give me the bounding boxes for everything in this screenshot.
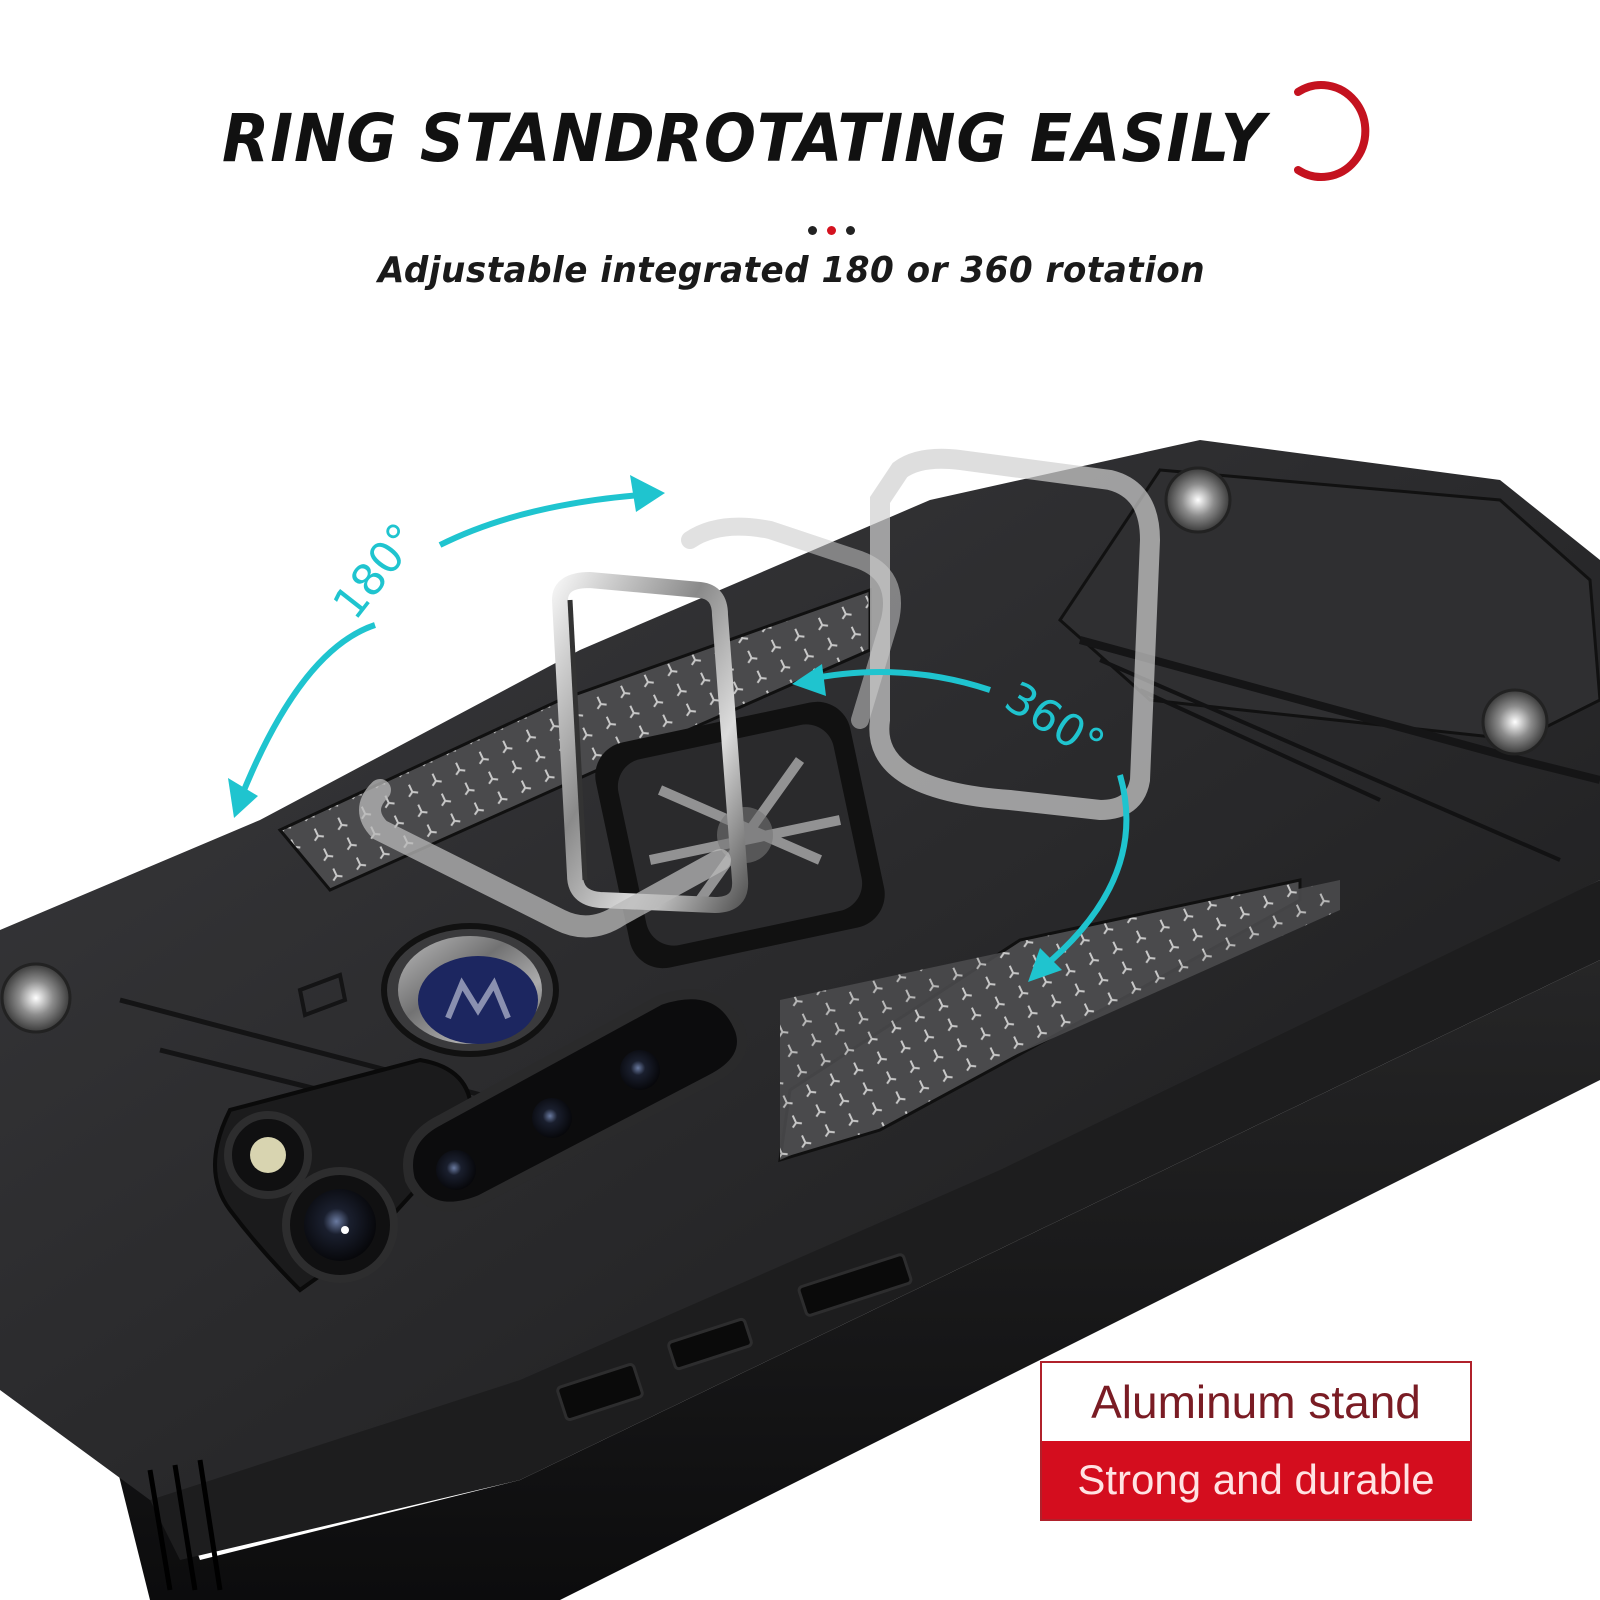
badge-line-1: Aluminum stand bbox=[1091, 1376, 1421, 1428]
subheadline: Adjustable integrated 180 or 360 rotatio… bbox=[378, 250, 1206, 291]
brand-logo-cutout bbox=[381, 923, 559, 1057]
screw-icon bbox=[0, 466, 1549, 1034]
ring-stand bbox=[551, 571, 749, 914]
feature-badge: Aluminum stand Strong and durable bbox=[1040, 1361, 1472, 1521]
divider-dots bbox=[808, 226, 868, 238]
headline: RING STANDROTATING EASILY bbox=[222, 100, 1267, 177]
volume-button bbox=[556, 1363, 644, 1421]
rotation-180-label: 180° bbox=[323, 514, 428, 629]
divider-dot bbox=[846, 226, 855, 235]
camera-module bbox=[213, 989, 747, 1293]
divider-dot bbox=[808, 226, 817, 235]
ring-flat bbox=[359, 779, 731, 938]
ghost-ring-upright bbox=[869, 448, 1161, 821]
divider-dot-accent bbox=[827, 226, 836, 235]
ghost-ring-rear bbox=[681, 517, 901, 729]
red-ring-accent-icon bbox=[1294, 81, 1370, 181]
badge-line-2: Strong and durable bbox=[1042, 1441, 1470, 1519]
power-button bbox=[667, 1317, 753, 1371]
switch-button bbox=[797, 1253, 913, 1317]
logo-glyph bbox=[445, 977, 511, 1020]
